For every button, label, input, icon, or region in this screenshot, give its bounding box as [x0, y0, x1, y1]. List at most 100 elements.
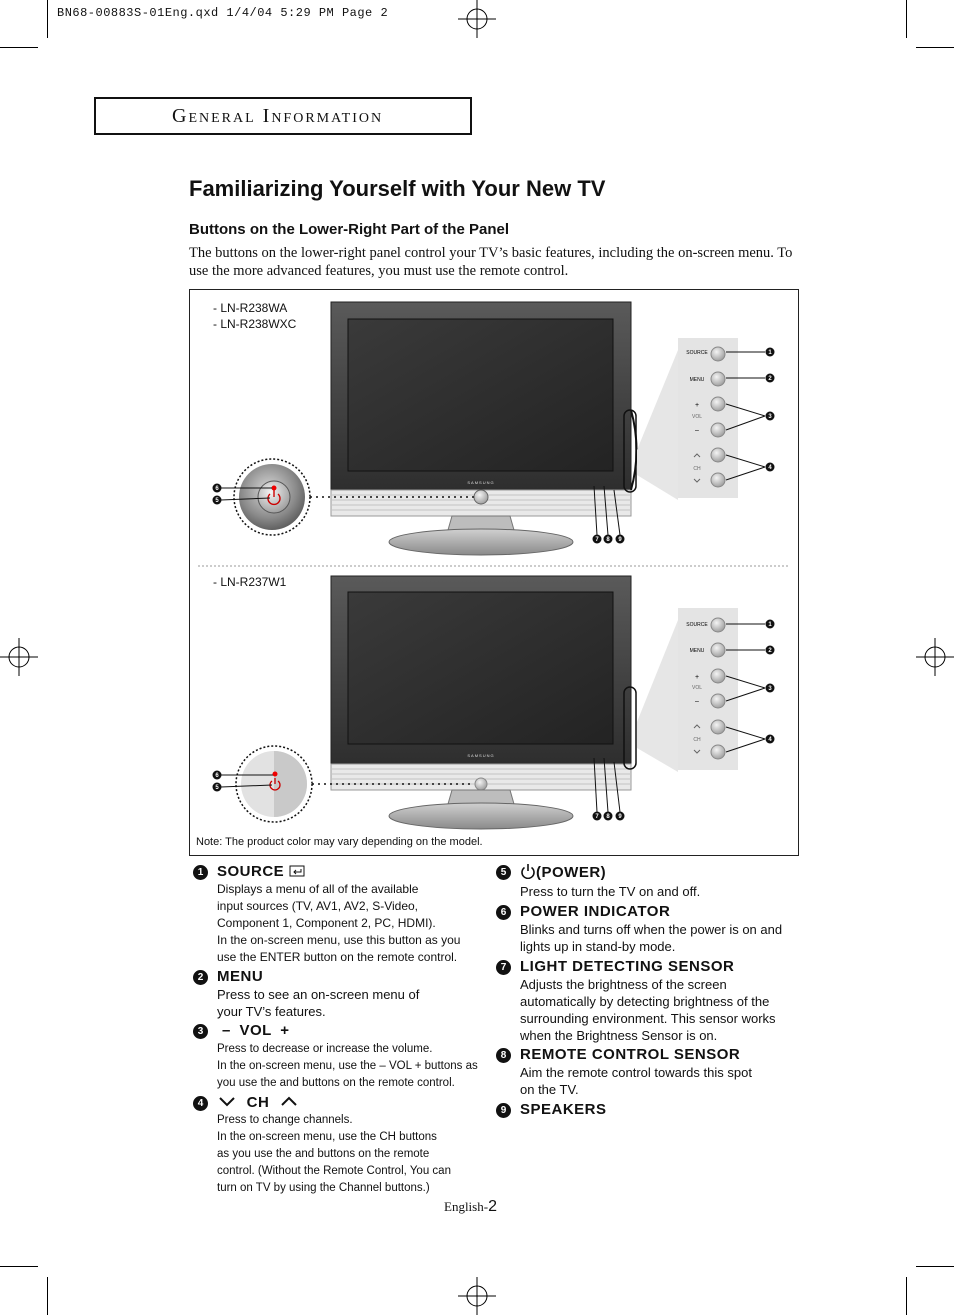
model-label: - LN-R238WA — [213, 301, 288, 315]
item-desc-power: Press to turn the TV on and off. — [520, 884, 701, 899]
callout-3: 3 — [765, 411, 775, 421]
item-title-power-indicator: POWER INDICATOR — [520, 903, 671, 920]
item-title-remote-sensor: REMOTE CONTROL SENSOR — [520, 1046, 741, 1063]
section-title: General Information — [172, 105, 384, 127]
chevron-up-icon — [281, 1096, 297, 1106]
callout-8: 8 — [603, 811, 613, 821]
intro-paragraph: The buttons on the lower-right panel con… — [189, 245, 793, 279]
item-number: 8 — [496, 1048, 511, 1063]
crop-mark — [906, 1277, 907, 1315]
item-number: 7 — [496, 960, 511, 975]
item-title-source: SOURCE — [217, 863, 305, 880]
svg-text:SOURCE: SOURCE — [686, 350, 708, 356]
svg-text:CH: CH — [693, 466, 701, 472]
page-footer: English-2 — [444, 1198, 497, 1215]
item-title-menu: MENU — [217, 968, 264, 985]
item-desc-remote-sensor: Aim the remote control towards this spot… — [520, 1065, 752, 1097]
item-desc-ch: Press to change channels.In the on-scree… — [217, 1114, 451, 1194]
page-title: Familiarizing Yourself with Your New TV — [189, 176, 606, 201]
svg-text:6: 6 — [215, 486, 219, 492]
panel-ch-buttons: CH — [693, 447, 726, 488]
callout-1: 1 — [765, 347, 775, 357]
figure-note: Note: The product color may vary dependi… — [196, 836, 483, 848]
tv-top-model: SAMSUNG SOURCE MENU +VOL– CH 1 2 3 4 — [212, 301, 775, 556]
callout-4: 4 — [765, 734, 775, 744]
item-number: 3 — [193, 1024, 208, 1039]
brand-logo: SAMSUNG — [467, 480, 494, 485]
panel-vol-buttons: +VOL– — [692, 396, 726, 438]
power-indicator-led — [272, 771, 278, 777]
item-title-light-sensor: LIGHT DETECTING SENSOR — [520, 958, 735, 975]
svg-text:MENU: MENU — [690, 377, 705, 383]
crop-mark — [916, 47, 954, 48]
item-number: 9 — [496, 1103, 511, 1118]
item-number: 5 — [496, 865, 511, 880]
panel-menu-button: MENU — [690, 642, 726, 658]
svg-text:9: 9 — [618, 814, 622, 820]
callout-3: 3 — [765, 683, 775, 693]
item-number: 2 — [193, 970, 208, 985]
item-number: 1 — [193, 865, 208, 880]
svg-text:9: 9 — [618, 537, 622, 543]
svg-text:3: 3 — [768, 686, 772, 692]
registration-mark-icon — [916, 638, 954, 676]
power-icon — [269, 778, 281, 791]
svg-text:6: 6 — [215, 773, 219, 779]
crop-mark — [0, 47, 38, 48]
item-title-ch: CH — [218, 1094, 298, 1111]
subheading: Buttons on the Lower-Right Part of the P… — [189, 221, 509, 238]
crop-mark — [906, 0, 907, 38]
callout-7: 7 — [592, 811, 602, 821]
svg-text:7: 7 — [595, 537, 599, 543]
section-header-box — [94, 97, 472, 135]
crop-mark — [47, 1277, 48, 1315]
brand-logo: SAMSUNG — [467, 753, 494, 758]
item-number: 4 — [193, 1096, 208, 1111]
tv-bottom-model: SAMSUNG SOURCE MENU +VOL– CH 1 2 3 4 7 8… — [212, 575, 775, 830]
svg-text:VOL: VOL — [692, 685, 702, 691]
model-label: - LN-R238WXC — [213, 317, 297, 331]
callout-6: 6 — [212, 770, 222, 780]
svg-text:MENU: MENU — [690, 648, 705, 654]
svg-text:+: + — [695, 402, 699, 409]
svg-text:8: 8 — [606, 814, 610, 820]
registration-mark-icon — [458, 1277, 496, 1315]
svg-text:5: 5 — [215, 785, 219, 791]
svg-text:4: 4 — [768, 465, 772, 471]
svg-text:VOL: VOL — [692, 414, 702, 420]
svg-text:3: 3 — [768, 414, 772, 420]
callout-2: 2 — [765, 373, 775, 383]
callout-2: 2 — [765, 645, 775, 655]
power-icon — [521, 864, 535, 880]
svg-text:2: 2 — [768, 376, 772, 382]
svg-text:1: 1 — [768, 350, 772, 356]
file-slug: BN68-00883S-01Eng.qxd 1/4/04 5:29 PM Pag… — [57, 6, 389, 20]
svg-text:5: 5 — [215, 498, 219, 504]
enter-source-icon — [289, 865, 305, 877]
callout-8: 8 — [603, 534, 613, 544]
chevron-down-icon — [219, 1097, 235, 1107]
tv-figure: SAMSUNG SOURCE MENU + VOL – CH 1 2 3 4 — [189, 289, 799, 856]
crop-mark — [47, 0, 48, 38]
item-title-speakers: SPEAKERS — [520, 1101, 607, 1118]
panel-vol-buttons: + VOL – — [692, 668, 726, 709]
svg-text:8: 8 — [606, 537, 610, 543]
registration-mark-icon — [458, 0, 496, 38]
svg-text:4: 4 — [768, 737, 772, 743]
svg-text:–: – — [695, 698, 699, 705]
panel-source-button: SOURCE — [686, 346, 726, 362]
panel-source-button: SOURCE — [686, 617, 726, 633]
callout-7: 7 — [592, 534, 602, 544]
registration-mark-icon — [0, 638, 38, 676]
svg-text:+: + — [695, 674, 699, 681]
callout-4: 4 — [765, 462, 775, 472]
svg-text:CH: CH — [693, 737, 701, 743]
svg-text:7: 7 — [595, 814, 599, 820]
item-title-power: (POWER) — [520, 863, 606, 881]
tv-illustration: SAMSUNG SOURCE MENU + VOL – CH 1 2 3 4 — [198, 301, 790, 830]
item-desc-power-indicator: Blinks and turns off when the power is o… — [520, 922, 783, 954]
svg-text:2: 2 — [768, 648, 772, 654]
